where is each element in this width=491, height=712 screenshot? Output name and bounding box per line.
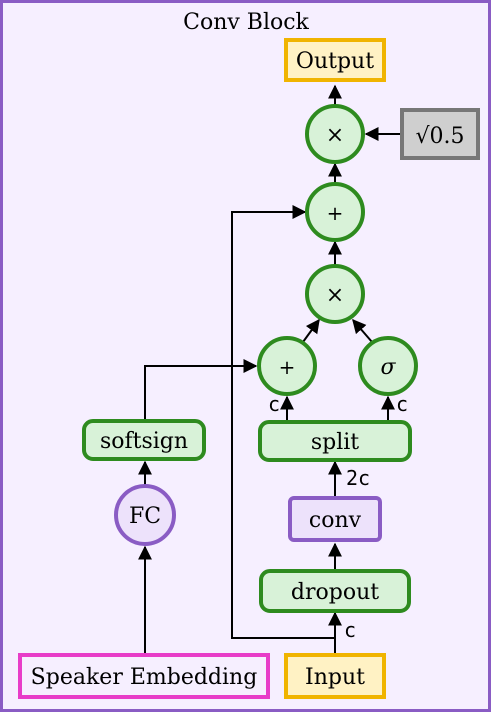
sigma-label: σ bbox=[380, 355, 396, 380]
edge-label-split-right: c bbox=[396, 392, 408, 416]
scale-label: √0.5 bbox=[415, 124, 464, 149]
speaker-embedding-label: Speaker Embedding bbox=[31, 665, 258, 690]
speaker-embedding-node bbox=[18, 653, 270, 699]
edge-sigma-mult bbox=[352, 318, 373, 343]
edge-residual bbox=[231, 205, 335, 639]
edge-label-conv-split: 2c bbox=[346, 466, 370, 490]
edge-label-split-left: c bbox=[268, 392, 280, 416]
plus-top-node bbox=[305, 182, 365, 242]
plus-left-label: + bbox=[279, 355, 296, 379]
edge-plus-mult bbox=[302, 318, 320, 343]
conv-node bbox=[288, 496, 382, 542]
input-node bbox=[284, 653, 386, 699]
plus-top-label: + bbox=[327, 201, 344, 225]
split-label: split bbox=[311, 430, 359, 455]
output-label: Output bbox=[296, 49, 374, 74]
conv-label: conv bbox=[309, 508, 362, 533]
dropout-node bbox=[259, 569, 411, 613]
multiply-mid-label: × bbox=[326, 283, 344, 308]
split-node bbox=[258, 420, 412, 462]
input-label: Input bbox=[305, 665, 365, 690]
multiply-top-label: × bbox=[326, 123, 344, 148]
output-node bbox=[284, 38, 386, 82]
multiply-top-node bbox=[305, 104, 365, 164]
diagram-title: Conv Block bbox=[183, 10, 309, 35]
sigma-node bbox=[358, 336, 418, 396]
scale-node bbox=[400, 108, 480, 160]
fc-node bbox=[114, 484, 176, 546]
fc-label: FC bbox=[129, 504, 161, 529]
edge-softsign-plus bbox=[144, 359, 258, 419]
softsign-node bbox=[82, 419, 206, 461]
edge-label-input-dropout: c bbox=[344, 618, 356, 642]
plus-left-node bbox=[257, 336, 317, 396]
multiply-mid-node bbox=[305, 264, 365, 324]
dropout-label: dropout bbox=[291, 580, 379, 605]
softsign-label: softsign bbox=[100, 429, 188, 454]
